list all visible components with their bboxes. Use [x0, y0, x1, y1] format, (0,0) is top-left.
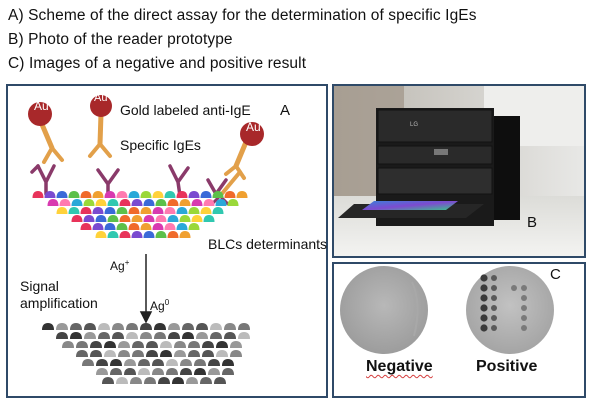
reader-prototype-photo: LG [334, 86, 584, 256]
caption-a: A) Scheme of the direct assay for the de… [8, 7, 477, 24]
ag-zero-label: Ag0 [150, 298, 170, 313]
gold-particle-label: Au [246, 120, 261, 134]
specific-ige-antibody [30, 164, 56, 196]
panel-letter-b: B [527, 214, 538, 231]
ag-plus-label: Ag+ [110, 258, 130, 273]
positive-result-image [466, 266, 554, 354]
signal-arrow [139, 254, 153, 324]
result-spot [511, 285, 517, 291]
signal-label: Signal [20, 278, 59, 294]
result-spot [480, 304, 488, 312]
result-spot [480, 314, 488, 322]
result-spot [480, 324, 488, 332]
result-spot [521, 305, 527, 311]
panel-letter-a: A [280, 102, 291, 119]
negative-result-image [340, 266, 428, 354]
amplified-signal-layer [42, 323, 250, 384]
gold-labeled-anti-ige-label: Gold labeled anti-IgE [120, 102, 251, 118]
amplification-label: amplification [20, 295, 98, 311]
result-spot [480, 294, 488, 302]
gold-labeled-antibody [88, 95, 112, 158]
gold-particle-label: Au [34, 99, 49, 113]
result-spot [521, 285, 527, 291]
specific-ige-antibody [96, 168, 120, 196]
device-logo: LG [410, 122, 418, 128]
specific-ige-antibody [168, 164, 190, 198]
result-spot [480, 274, 488, 282]
panel-a-assay-scheme: Au Au Au Gold labeled anti-IgE A Specifi… [6, 84, 328, 398]
gold-labeled-antibody [28, 102, 64, 164]
panel-letter-c: C [550, 266, 561, 283]
gold-labeled-antibody [210, 170, 242, 206]
specific-iges-label: Specific IgEs [120, 137, 201, 153]
result-spot [491, 295, 497, 301]
caption-b: B) Photo of the reader prototype [8, 31, 233, 48]
panel-b-reader-photo: LG B [332, 84, 586, 258]
result-spot [491, 285, 497, 291]
panel-c-results: C Negative Positive [332, 262, 586, 398]
gold-particle-label: Au [94, 92, 108, 104]
positive-label: Positive [476, 358, 538, 375]
result-spot [491, 315, 497, 321]
blc-determinants-layer [32, 191, 248, 238]
result-spot [491, 325, 497, 331]
result-spot [491, 305, 497, 311]
assay-scheme-illustration [28, 95, 264, 384]
disc-tray [338, 201, 484, 218]
result-spot [521, 295, 527, 301]
result-spot [491, 275, 497, 281]
caption-c: C) Images of a negative and positive res… [8, 55, 307, 72]
negative-label: Negative [366, 358, 433, 375]
result-spot [521, 325, 527, 331]
positive-spot-grid [480, 274, 527, 332]
result-spot [480, 284, 488, 292]
result-images [340, 266, 554, 354]
blcs-determinants-label: BLCs determinants [208, 236, 328, 252]
result-spot [521, 315, 527, 321]
